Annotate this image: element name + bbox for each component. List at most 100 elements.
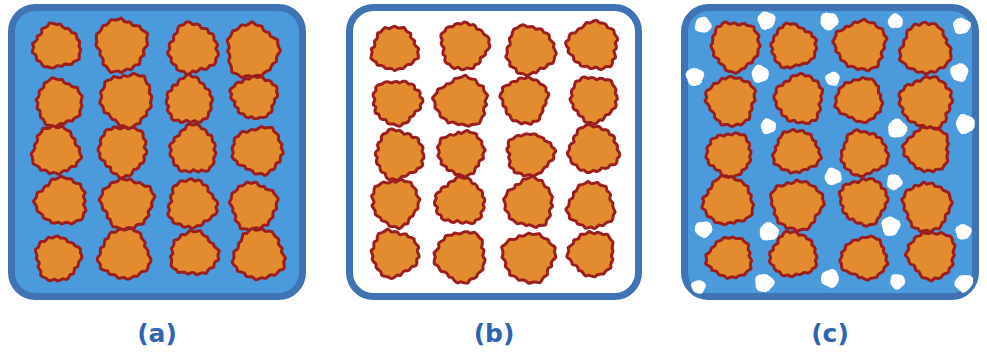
void-particle: [761, 118, 777, 134]
particle: [506, 25, 557, 76]
particle: [437, 131, 485, 177]
void-particle: [691, 280, 706, 294]
particle: [232, 126, 283, 175]
panel-1: [350, 8, 639, 297]
void-particle: [825, 72, 840, 86]
particle: [432, 75, 487, 126]
void-particle: [954, 275, 973, 293]
particle: [373, 81, 423, 126]
particle: [840, 236, 888, 280]
particle: [232, 229, 285, 280]
label-slot: (a): [8, 312, 306, 356]
particle: [570, 77, 617, 124]
panel-0: [12, 8, 303, 297]
particle: [502, 233, 556, 283]
particle: [36, 78, 82, 127]
particle: [229, 182, 278, 231]
void-particle: [820, 13, 839, 31]
particle: [835, 77, 883, 122]
particle: [900, 22, 952, 74]
particle: [770, 180, 824, 231]
particle: [771, 23, 817, 68]
particle-group: [686, 11, 975, 294]
particle: [375, 129, 424, 180]
particle: [702, 176, 754, 225]
particle: [905, 232, 955, 281]
particle-group: [31, 18, 285, 281]
container-frame: [685, 8, 976, 297]
particle: [96, 18, 148, 73]
particle: [227, 22, 280, 78]
void-particle: [955, 224, 972, 240]
void-particle: [821, 269, 839, 289]
void-particle: [695, 221, 713, 238]
particle: [371, 229, 419, 278]
particle: [31, 126, 81, 175]
particle: [170, 230, 219, 275]
particle: [35, 236, 81, 281]
particle: [435, 177, 485, 224]
void-particle: [686, 68, 705, 86]
particle: [168, 179, 218, 229]
particle: [99, 179, 155, 230]
particle: [97, 228, 151, 279]
particle: [705, 76, 755, 126]
void-particle: [752, 64, 769, 82]
void-particle: [888, 13, 903, 28]
void-particle: [887, 174, 903, 190]
container-frame: [12, 8, 303, 297]
particle: [504, 176, 553, 227]
particle: [434, 232, 485, 283]
particle: [706, 133, 751, 179]
particle: [441, 22, 490, 70]
particle: [168, 22, 219, 74]
particle: [507, 134, 556, 176]
particle: [500, 77, 549, 124]
particle: [841, 130, 889, 177]
particle: [567, 232, 613, 277]
particle: [98, 127, 147, 178]
panel-label: (c): [811, 319, 849, 349]
particle: [899, 76, 952, 129]
particle: [774, 74, 823, 124]
particle: [769, 231, 816, 276]
particle: [567, 125, 619, 173]
void-particle: [888, 119, 907, 138]
panel-label: (b): [474, 319, 515, 349]
void-particle: [755, 274, 775, 292]
particle: [100, 73, 152, 129]
particle: [566, 20, 618, 69]
void-particle: [881, 216, 901, 236]
particle: [230, 76, 278, 118]
particle: [711, 22, 760, 73]
particle: [372, 179, 420, 228]
particle: [902, 182, 953, 232]
particle: [33, 176, 86, 223]
particle: [839, 178, 888, 226]
particle: [833, 19, 887, 71]
void-particle: [757, 11, 775, 30]
container-frame: [350, 8, 639, 297]
label-slot: (c): [681, 312, 979, 356]
particle: [706, 237, 752, 278]
particle: [902, 127, 948, 172]
particle: [166, 75, 212, 123]
particle: [566, 182, 615, 229]
void-particle: [695, 17, 712, 33]
void-particle: [950, 63, 968, 82]
void-particle: [953, 18, 971, 35]
void-particle: [956, 114, 975, 134]
particle: [32, 23, 80, 68]
void-particle: [760, 222, 780, 241]
panel-label: (a): [137, 319, 177, 349]
particle: [169, 124, 215, 172]
particle: [772, 130, 821, 174]
void-particle: [890, 274, 905, 290]
label-slot: (b): [346, 312, 642, 356]
particle-group: [371, 20, 620, 283]
panel-2: [685, 8, 976, 297]
void-particle: [824, 168, 842, 186]
particle: [371, 26, 419, 70]
